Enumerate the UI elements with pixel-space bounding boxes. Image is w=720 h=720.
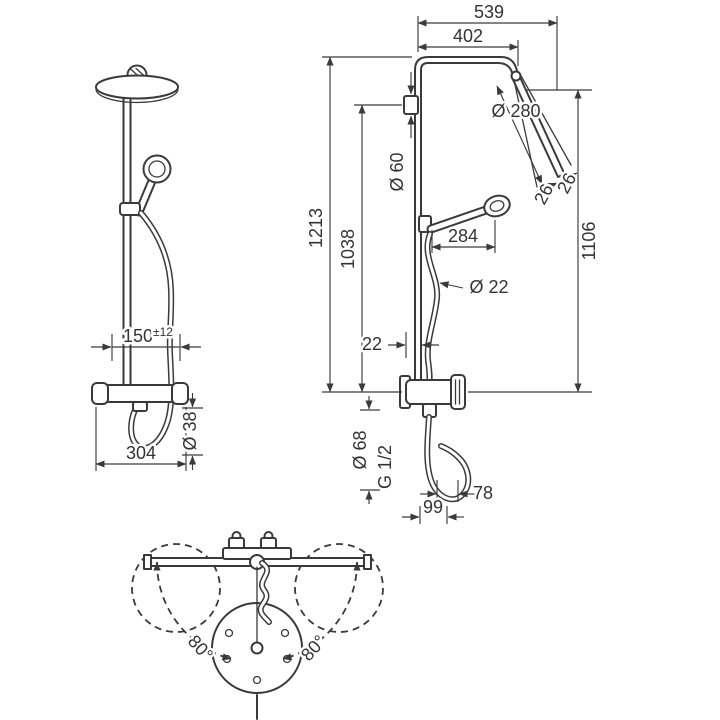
thermostat-side (399, 374, 466, 418)
dim-22-hose: Ø 22 (439, 275, 511, 300)
dim-label-68: Ø 68 (350, 430, 370, 469)
hose-top (257, 560, 272, 625)
dim-label-22-offset: 22 (362, 334, 382, 354)
hand-shower-front (119, 154, 172, 217)
dim-label-1038: 1038 (338, 229, 358, 269)
dim-label-304: 304 (126, 443, 156, 463)
dim-label-38: Ø 38 (180, 411, 200, 450)
dim-label-402: 402 (453, 26, 483, 46)
hand-shower-side (418, 194, 511, 234)
side-view: 539 402 Ø 280 26 26 Ø 60 (304, 0, 602, 524)
dim-label-swivel-right: 80° (297, 631, 330, 665)
dim-99: 99 (402, 495, 464, 524)
dim-150: 150 ±12 (91, 323, 201, 361)
dim-label-99: 99 (423, 497, 443, 517)
dim-1213: 1213 (304, 56, 412, 393)
dim-label-150-tolerance: ±12 (153, 325, 173, 339)
dim-22-offset: 22 (359, 332, 439, 358)
dim-label-284: 284 (448, 226, 478, 246)
dim-label-1213: 1213 (306, 208, 326, 248)
slider-bracket-front (119, 202, 141, 216)
dim-label-78: 78 (473, 483, 493, 503)
dim-68: Ø 68 (348, 396, 380, 504)
dim-539: 539 (417, 0, 558, 90)
dim-label-280: Ø 280 (491, 101, 540, 121)
wall-bracket-side (403, 95, 419, 115)
wall-plate-top (222, 531, 292, 570)
dim-label-22-hose: Ø 22 (469, 277, 508, 297)
dim-label-539: 539 (474, 2, 504, 22)
dim-60: Ø 60 (385, 72, 415, 194)
dim-label-swivel-left: 80° (184, 631, 217, 665)
dim-1038: 1038 (336, 104, 402, 393)
overhead-shower-top (211, 566, 303, 694)
swivel-arc-left (153, 561, 232, 661)
thermostat-front (91, 382, 189, 412)
top-view: 80° 80° (131, 531, 384, 720)
dim-label-thread: G 1/2 (375, 445, 395, 489)
swivel-arc-right (282, 561, 361, 661)
dim-304: 304 (95, 407, 187, 471)
riser-and-arm-side (414, 56, 520, 381)
dim-label-150: 150 (123, 326, 153, 346)
dim-284: 284 (431, 220, 496, 253)
dim-label-60: Ø 60 (387, 152, 407, 191)
front-view: 150 ±12 304 Ø 38 (91, 64, 203, 471)
dim-280: Ø 280 (489, 85, 543, 185)
shower-hose-side-upper (424, 231, 441, 389)
shower-hose-side-lower (424, 414, 472, 503)
dim-402: 402 (417, 24, 519, 66)
dim-label-1106: 1106 (579, 222, 599, 261)
dim-1106: 1106 (468, 89, 602, 393)
overhead-shower-front (95, 64, 179, 104)
dim-38: Ø 38 (178, 393, 203, 470)
dim-78: 78 (420, 480, 496, 506)
